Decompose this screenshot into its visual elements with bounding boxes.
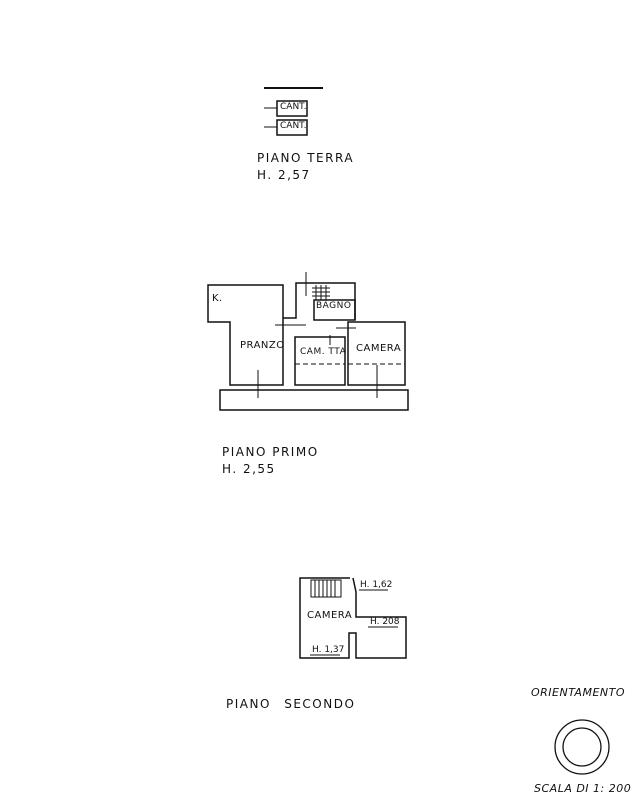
height-label-3: H. 1,37 <box>312 645 345 655</box>
height-label-2: H. 208 <box>370 617 400 627</box>
orientation-compass-icon <box>554 719 610 775</box>
room-label-camera-secondo: CAMERA <box>307 610 353 621</box>
orientation-label: ORIENTAMENTO <box>531 686 626 699</box>
room-label-kitchen: K. <box>212 293 223 304</box>
room-label-cameretta: CAM. TTA <box>300 347 347 357</box>
floor-title-piano-primo: PIANO PRIMO <box>222 445 319 459</box>
room-label-bagno: BAGNO <box>316 301 352 311</box>
floor-title-piano-terra: PIANO TERRA <box>257 151 355 165</box>
room-label-cantina-2: CANT. <box>280 121 307 131</box>
scale-label: SCALA DI 1: 200 <box>534 782 632 795</box>
plan-piano-terra <box>264 87 323 136</box>
floor-height-piano-primo: H. 2,55 <box>222 462 276 476</box>
plan-piano-primo <box>207 272 409 411</box>
room-label-cantina-1: CANT. <box>280 102 307 112</box>
plan-piano-secondo <box>299 577 407 659</box>
room-label-camera: CAMERA <box>356 343 402 354</box>
room-label-pranzo: PRANZO <box>240 340 285 351</box>
floor-title-piano-secondo: PIANO SECONDO <box>226 697 356 711</box>
height-label-1: H. 1,62 <box>360 580 393 590</box>
floor-height-piano-terra: H. 2,57 <box>257 168 311 182</box>
